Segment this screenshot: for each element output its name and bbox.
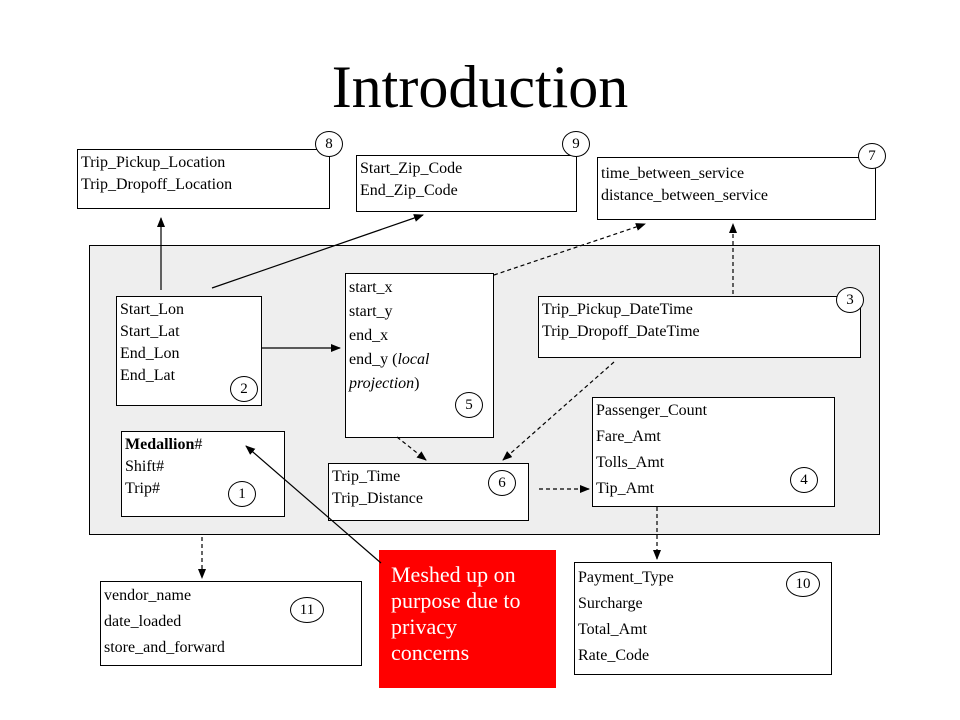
box-line: Surcharge (578, 595, 643, 612)
box-line-italic: local (397, 351, 430, 368)
arrow-5-to-6 (396, 436, 427, 461)
box-zip-codes: Start_Zip_Code End_Zip_Code (356, 155, 577, 212)
box-medallion-shift-trip: Medallion# Shift# Trip# (121, 431, 285, 517)
badge-1: 1 (228, 481, 256, 507)
box-line-text: end_y ( (349, 351, 398, 368)
box-line-bold: Medallion (125, 436, 195, 453)
badge-9: 9 (562, 131, 590, 157)
box-line-text: # (194, 436, 203, 453)
box-line: Start_Zip_Code (360, 160, 463, 177)
box-line: Trip_Pickup_DateTime (542, 301, 693, 318)
box-line: Total_Amt (578, 621, 648, 638)
badge-4: 4 (790, 467, 818, 493)
box-vendor-info: vendor_name date_loaded store_and_forwar… (100, 581, 362, 666)
box-line: Passenger_Count (596, 402, 708, 419)
box-line: Start_Lon (120, 301, 184, 318)
box-line: Trip_Distance (332, 490, 423, 507)
arrow-note-to-medallion (245, 445, 382, 564)
box-pickup-dropoff-datetime: Trip_Pickup_DateTime Trip_Dropoff_DateTi… (538, 296, 861, 358)
arrow-5-to-7 (493, 223, 646, 276)
arrow-3-to-6 (502, 361, 615, 461)
badge-7: 7 (858, 143, 886, 169)
box-line-italic: projection (349, 375, 415, 392)
box-line: time_between_service (601, 165, 745, 182)
badge-3: 3 (836, 287, 864, 313)
box-line: distance_between_service (601, 187, 769, 204)
slide-title: Introduction (331, 54, 629, 120)
note-line: privacy (391, 614, 457, 639)
box-line: Medallion# (125, 434, 284, 456)
badge-10: 10 (786, 571, 820, 597)
badge-5: 5 (455, 392, 483, 418)
box-line: end_x (349, 327, 389, 344)
box-line: End_Lat (120, 367, 176, 384)
box-line: End_Lon (120, 345, 180, 362)
badge-11: 11 (290, 597, 324, 623)
box-line-text: ) (414, 375, 420, 392)
box-line: Payment_Type (578, 569, 674, 586)
box-line: store_and_forward (104, 639, 225, 656)
box-line: projection) (349, 372, 493, 396)
box-pickup-dropoff-location: Trip_Pickup_Location Trip_Dropoff_Locati… (77, 149, 330, 209)
box-line: Fare_Amt (596, 428, 661, 445)
box-line: start_x (349, 279, 393, 296)
box-line: Rate_Code (578, 647, 650, 664)
box-between-service: time_between_service distance_between_se… (597, 157, 876, 220)
box-line: end_y (local (349, 348, 493, 372)
box-line: Trip_Time (332, 468, 401, 485)
badge-2: 2 (230, 376, 258, 402)
box-lon-lat: Start_Lon Start_Lat End_Lon End_Lat (116, 296, 262, 406)
box-line: Trip_Pickup_Location (81, 154, 226, 171)
box-line: Start_Lat (120, 323, 180, 340)
box-line: Tolls_Amt (596, 454, 665, 471)
badge-6: 6 (488, 470, 516, 496)
arrow-2-to-9 (211, 214, 424, 289)
box-line: date_loaded (104, 613, 182, 630)
box-line: End_Zip_Code (360, 182, 458, 199)
box-line: start_y (349, 303, 393, 320)
privacy-note: Meshed up on purpose due to privacy conc… (379, 550, 556, 688)
badge-8: 8 (315, 131, 343, 157)
note-line: concerns (391, 640, 470, 665)
box-line: Shift# (125, 458, 165, 475)
box-line: Tip_Amt (596, 480, 655, 497)
note-line: purpose due to (391, 588, 521, 613)
box-line: Trip_Dropoff_DateTime (542, 323, 700, 340)
box-line: vendor_name (104, 587, 192, 604)
note-line: Meshed up on (391, 562, 516, 587)
box-line: Trip_Dropoff_Location (81, 176, 233, 193)
box-line: Trip# (125, 480, 160, 497)
